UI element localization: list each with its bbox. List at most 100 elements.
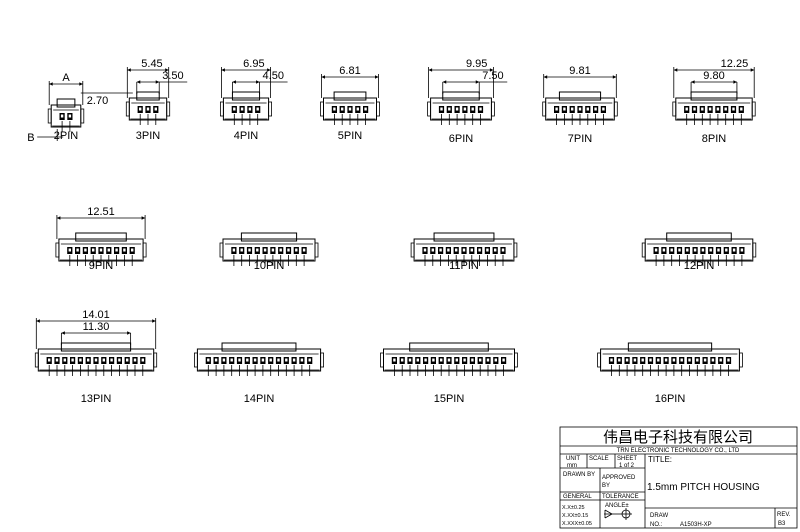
dimension-arrowhead-icon [733, 80, 737, 84]
housing-flange-right [752, 242, 757, 258]
pin-contact [696, 358, 699, 362]
dimension-arrowhead-icon [165, 68, 169, 72]
connector-11pin: 11PIN [410, 232, 518, 272]
pin-contact [287, 248, 290, 252]
dimension-value: 3.50 [162, 70, 183, 82]
pin-contact [578, 107, 582, 111]
dimension-arrowhead-icon [428, 68, 433, 72]
pin-contact [115, 248, 118, 252]
pin-contact [60, 114, 64, 118]
pin-count-label: 8PIN [702, 133, 727, 145]
pin-contact [654, 248, 658, 252]
pin-contact [393, 358, 396, 362]
dimension-arrowhead-icon [49, 82, 53, 86]
pin-contact [686, 248, 689, 252]
pin-count-label: 6PIN [449, 133, 474, 145]
pin-contact [63, 358, 66, 362]
dimension-arrowhead-icon [127, 68, 131, 72]
dimension-value: 6.81 [339, 65, 360, 77]
housing-flange-left [34, 352, 39, 368]
pin-contact [431, 248, 434, 252]
tolerance-2: X.XX±0.15 [562, 513, 588, 519]
housing-flange-right [166, 101, 171, 117]
pin-contact [238, 358, 241, 362]
pin-contact [447, 248, 450, 252]
pin-contact [92, 248, 95, 252]
pin-contact [207, 358, 210, 362]
pin-contact [110, 358, 113, 362]
connector-16pin: 16PIN [597, 342, 743, 405]
pin-contact [717, 248, 720, 252]
pin-contact [279, 248, 282, 252]
pin-contact [594, 107, 597, 111]
housing-flange-left [542, 101, 547, 117]
housing-flange-right [153, 352, 158, 368]
rev-value: B3 [778, 521, 786, 527]
pin-contact [269, 358, 272, 362]
pin-contact [662, 248, 666, 252]
pin-contact [602, 107, 605, 111]
pin-contact [693, 248, 697, 252]
housing-latch [442, 91, 480, 101]
pin-contact [232, 248, 236, 252]
pin-contact [300, 358, 304, 362]
approved-label: APPROVED [602, 475, 636, 481]
angle-label: ANGLE± [605, 503, 629, 509]
pin-contact [685, 107, 688, 111]
housing-flange-right [80, 108, 85, 124]
draw-number: A1503H-XP [680, 522, 712, 528]
pin-contact [471, 358, 474, 362]
pin-contact [471, 107, 474, 111]
dimension-arrowhead-icon [543, 75, 548, 79]
housing-flange-right [739, 352, 743, 368]
housing-flange-right [514, 352, 518, 368]
dimension-value: 4.50 [263, 70, 284, 82]
pin-contact [271, 248, 275, 252]
pin-contact [256, 107, 259, 111]
pin-count-label: 16PIN [655, 393, 686, 405]
housing-flange-right [751, 101, 756, 117]
dimension-arrowhead-icon [79, 82, 83, 86]
pin-contact [455, 248, 458, 252]
dimension-arrowhead-icon [267, 68, 271, 72]
pin-contact [470, 248, 473, 252]
pin-contact [230, 358, 233, 362]
pin-contact [571, 107, 574, 111]
dimension-arrowhead-icon [36, 319, 40, 323]
pin-contact [292, 358, 296, 362]
housing-outline [222, 97, 270, 121]
housing-flange-left [641, 242, 646, 258]
pin-count-label: 15PIN [434, 393, 465, 405]
pin-contact [725, 248, 728, 252]
housing-flange-left [219, 101, 224, 117]
pin-contact [102, 358, 105, 362]
housing-flange-left [672, 101, 677, 117]
dimension-arrowhead-icon [221, 68, 225, 72]
drawn-by-label: DRAWN BY [563, 472, 595, 478]
pin-contact [610, 358, 613, 362]
pin-contact [462, 248, 466, 252]
pin-contact [240, 248, 243, 252]
pin-contact [308, 358, 311, 362]
housing-latch [136, 91, 160, 101]
housing-flange-left [47, 108, 52, 124]
pin-contact [633, 358, 637, 362]
pin-contact [277, 358, 280, 362]
pin-contact [478, 248, 481, 252]
housing-flange-right [142, 242, 147, 258]
housing-latch [75, 232, 127, 242]
tolerance-label: TOLERANCE [602, 494, 639, 500]
connector-10pin: 10PIN [219, 232, 319, 272]
pin-contact [68, 248, 71, 252]
pin-contact [455, 107, 459, 111]
pin-contact [348, 107, 352, 111]
pin-contact [455, 358, 458, 362]
dimension-arrowhead-icon [750, 68, 755, 72]
pin-contact [678, 248, 681, 252]
housing-flange-left [427, 101, 432, 117]
tolerance-3: X.XXX±0.05 [562, 521, 592, 527]
pin-contact [672, 358, 676, 362]
